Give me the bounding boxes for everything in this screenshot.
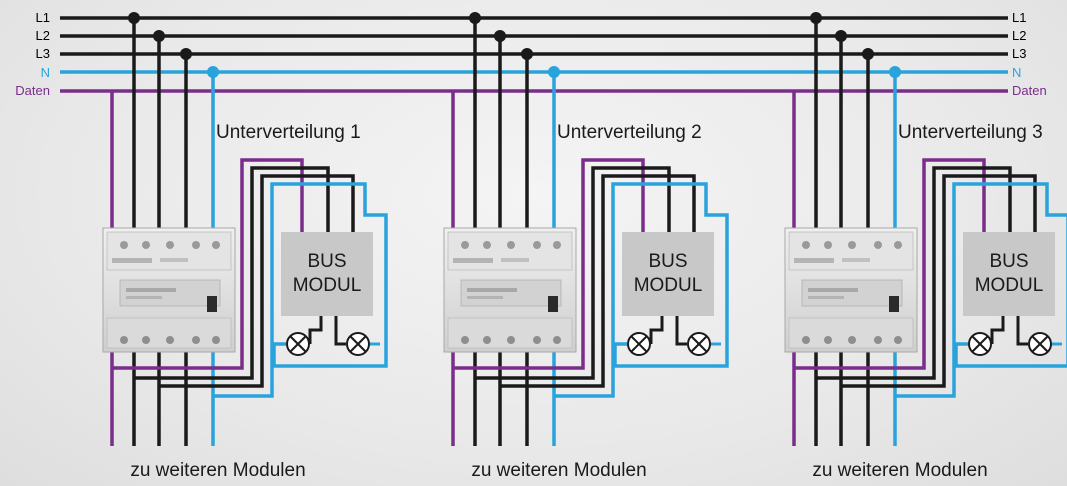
- board-3-module-line2: MODUL: [975, 275, 1044, 296]
- board-3-module-line1: BUS: [989, 251, 1028, 272]
- bus-label-l1-left: L1: [36, 10, 50, 25]
- bus-labels-left: L1 L2 L3 N Daten: [15, 10, 50, 98]
- distribution-board-2: Unterverteilung 2 BUS MODUL zu weiteren …: [442, 10, 729, 481]
- board-2-footer: zu weiteren Modulen: [471, 460, 646, 481]
- bus-labels-right: L1 L2 L3 N Daten: [1012, 10, 1047, 98]
- bus-label-daten-left: Daten: [15, 83, 50, 98]
- board-1-footer: zu weiteren Modulen: [130, 460, 305, 481]
- distribution-board-3: Unterverteilung 3 BUS MODUL zu weiteren …: [783, 10, 1067, 481]
- board-1-module-line1: BUS: [307, 251, 346, 272]
- bus-label-l3-left: L3: [36, 46, 50, 61]
- distribution-board-1: Unterverteilung 1 BUS MODUL zu weiteren …: [101, 10, 388, 481]
- bus-label-n-right: N: [1012, 65, 1021, 80]
- board-2-module-line1: BUS: [648, 251, 687, 272]
- board-3-title: Unterverteilung 3: [898, 122, 1043, 143]
- board-2-wiring: [442, 10, 729, 448]
- bus-label-l2-right: L2: [1012, 28, 1026, 43]
- board-2-title: Unterverteilung 2: [557, 122, 702, 143]
- board-1-module-line2: MODUL: [293, 275, 362, 296]
- bus-label-n-left: N: [41, 65, 50, 80]
- board-3-footer: zu weiteren Modulen: [812, 460, 987, 481]
- board-1-wiring: [101, 10, 388, 448]
- board-3-wiring: [783, 10, 1067, 448]
- bus-label-daten-right: Daten: [1012, 83, 1047, 98]
- bus-label-l1-right: L1: [1012, 10, 1026, 25]
- bus-label-l3-right: L3: [1012, 46, 1026, 61]
- bus-label-l2-left: L2: [36, 28, 50, 43]
- board-1-title: Unterverteilung 1: [216, 122, 361, 143]
- board-2-module-line2: MODUL: [634, 275, 703, 296]
